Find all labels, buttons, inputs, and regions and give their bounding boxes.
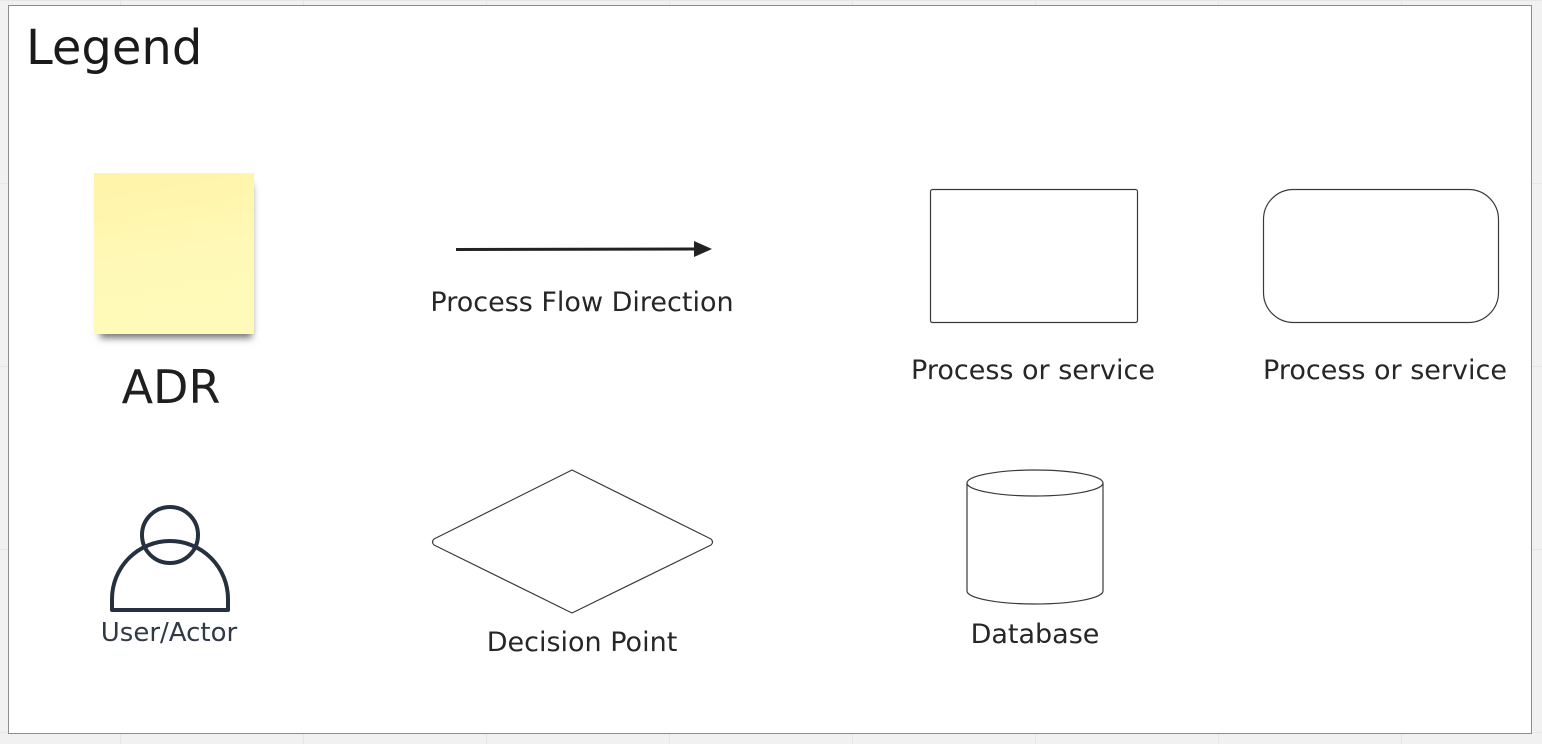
flow-arrow-icon[interactable] — [450, 238, 720, 262]
process-rectangle-label: Process or service — [911, 355, 1155, 386]
flow-label: Process Flow Direction — [430, 287, 734, 318]
process-rectangle-shape[interactable] — [929, 188, 1141, 326]
decision-diamond-shape[interactable] — [430, 468, 715, 616]
user-label: User/Actor — [100, 618, 238, 648]
database-label: Database — [970, 619, 1100, 650]
database-cylinder-icon[interactable] — [964, 467, 1106, 609]
process-rounded-label: Process or service — [1263, 355, 1507, 386]
user-icon[interactable] — [106, 504, 234, 616]
process-rounded-shape[interactable] — [1262, 188, 1502, 326]
adr-label: ADR — [121, 360, 221, 414]
decision-label: Decision Point — [486, 627, 678, 658]
legend-frame[interactable] — [8, 5, 1532, 734]
legend-title: Legend — [26, 20, 203, 76]
adr-sticky-note[interactable] — [94, 173, 254, 334]
